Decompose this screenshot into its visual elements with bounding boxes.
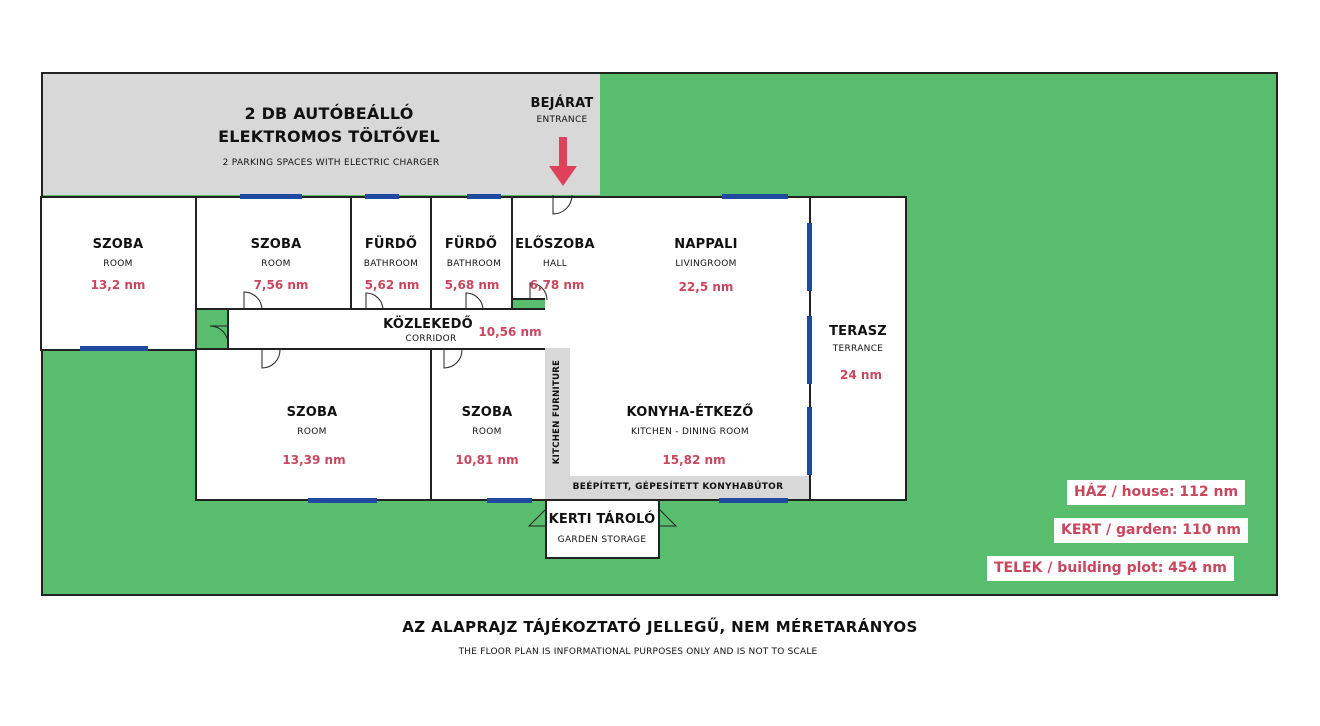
window <box>365 194 399 199</box>
window <box>722 194 788 199</box>
eloszoba-sub: HALL <box>542 259 568 269</box>
szoba4-name: SZOBA <box>461 405 513 420</box>
parking-title-line1: 2 DB AUTÓBEÁLLÓ <box>244 104 414 123</box>
furdo1-name: FÜRDŐ <box>364 237 418 252</box>
built-in-kitchen-label: BEÉPÍTETT, GÉPESÍTETT KONYHABÚTOR <box>572 482 784 492</box>
built-in-kitchen-strip <box>545 476 809 499</box>
szoba2-sub: ROOM <box>261 259 291 269</box>
room-kerti-tarolo <box>545 499 660 559</box>
nappali-area: 22,5 nm <box>678 280 734 294</box>
room-furdo-2 <box>430 196 513 310</box>
szoba3-area: 13,39 nm <box>282 453 346 467</box>
nappali-name: NAPPALI <box>674 237 738 252</box>
konyha-name: KONYHA-ÉTKEZŐ <box>626 405 754 420</box>
kerti-tarolo-name: KERTI TÁROLÓ <box>548 512 656 527</box>
kitchen-furniture-strip <box>545 348 570 476</box>
window <box>719 498 788 503</box>
parking-title-line2: ELEKTROMOS TÖLTŐVEL <box>218 127 440 146</box>
szoba1-area: 13,2 nm <box>90 278 146 292</box>
szoba2-name: SZOBA <box>250 237 302 252</box>
room-furdo-1 <box>350 196 432 310</box>
room-szoba-1 <box>40 196 197 351</box>
entrance-arrow-head-icon <box>549 166 577 186</box>
eloszoba-name: ELŐSZOBA <box>515 237 595 252</box>
szoba3-sub: ROOM <box>297 427 327 437</box>
furdo2-area: 5,68 nm <box>444 278 500 292</box>
window <box>807 223 812 291</box>
disclaimer-subtitle: THE FLOOR PLAN IS INFORMATIONAL PURPOSES… <box>458 647 818 657</box>
room-kozlekedo <box>227 308 547 350</box>
terasz-area: 24 nm <box>840 368 882 382</box>
room-szoba-2 <box>195 196 352 310</box>
parking-area <box>43 74 600 195</box>
szoba1-sub: ROOM <box>103 259 133 269</box>
szoba3-name: SZOBA <box>286 405 338 420</box>
konyha-area: 15,82 nm <box>662 453 726 467</box>
kitchen-furniture-label: KITCHEN FURNITURE <box>552 359 562 465</box>
window <box>240 194 302 199</box>
window <box>467 194 501 199</box>
room-szoba-3 <box>195 348 432 501</box>
window <box>487 498 532 503</box>
furdo2-name: FÜRDŐ <box>444 237 498 252</box>
window <box>807 316 812 384</box>
window <box>308 498 377 503</box>
konyha-sub: KITCHEN - DINING ROOM <box>631 427 749 437</box>
szoba1-name: SZOBA <box>92 237 144 252</box>
furdo1-sub: BATHROOM <box>363 259 419 269</box>
kozlekedo-name: KÖZLEKEDŐ <box>383 317 473 332</box>
stat-plot-area: TELEK / building plot: 454 nm <box>987 556 1234 581</box>
szoba4-sub: ROOM <box>472 427 502 437</box>
entrance-title: BEJÁRAT <box>530 96 594 111</box>
living-corridor-opening <box>545 298 603 350</box>
nappali-sub: LIVINGROOM <box>675 259 737 269</box>
furdo1-area: 5,62 nm <box>364 278 420 292</box>
terasz-name: TERASZ <box>829 324 887 339</box>
kerti-tarolo-sub: GARDEN STORAGE <box>557 535 647 545</box>
stat-house-area: HÁZ / house: 112 nm <box>1067 480 1246 505</box>
parking-subtitle: 2 PARKING SPACES WITH ELECTRIC CHARGER <box>222 158 440 168</box>
szoba2-area: 7,56 nm <box>253 278 309 292</box>
furdo2-sub: BATHROOM <box>446 259 502 269</box>
window <box>80 346 148 351</box>
disclaimer-title: AZ ALAPRAJZ TÁJÉKOZTATÓ JELLEGŰ, NEM MÉR… <box>402 618 918 636</box>
szoba4-area: 10,81 nm <box>455 453 519 467</box>
stat-garden-area: KERT / garden: 110 nm <box>1054 518 1248 543</box>
terasz-sub: TERRANCE <box>832 344 884 354</box>
entrance-arrow-icon <box>559 137 567 169</box>
room-szoba-4 <box>430 348 547 501</box>
window <box>807 407 812 475</box>
eloszoba-area: 6,78 nm <box>529 278 585 292</box>
kozlekedo-sub: CORRIDOR <box>405 334 457 344</box>
entrance-subtitle: ENTRANCE <box>536 115 588 125</box>
kozlekedo-area: 10,56 nm <box>478 325 542 339</box>
